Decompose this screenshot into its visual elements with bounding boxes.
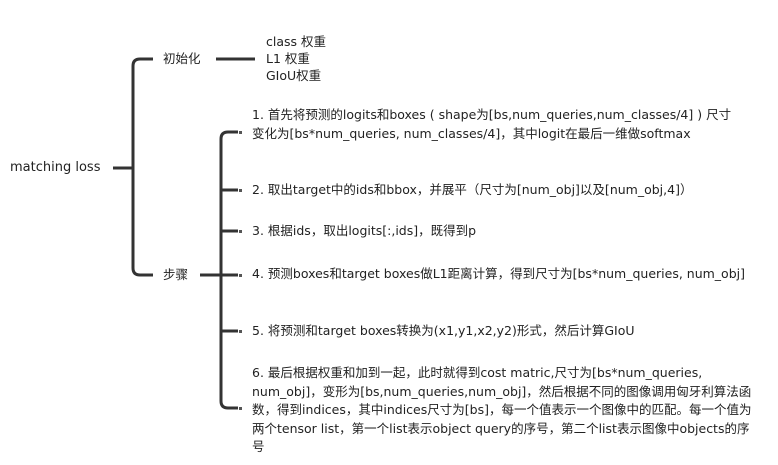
init-item: class 权重 — [266, 34, 327, 49]
step-item: 5. 将预测和target boxes转换为(x1,y1,x2,y2)形式，然后… — [252, 323, 635, 338]
step-item: 4. 预测boxes和target boxes做L1距离计算，得到尺寸为[bs*… — [252, 266, 745, 281]
root-node: matching loss — [10, 160, 101, 175]
bullet-icon — [239, 131, 242, 134]
step-item: 6. 最后根据权重和加到一起，此时就得到cost matric,尺寸为[bs*n… — [252, 365, 752, 454]
bullet-icon — [239, 330, 242, 333]
init-item: L1 权重 — [266, 51, 310, 66]
bullet-icon — [239, 230, 242, 233]
step-item: 3. 根据ids，取出logits[:,ids]，既得到p — [252, 223, 477, 238]
bullet-icon — [239, 274, 242, 277]
init-node: 初始化 — [163, 51, 201, 66]
bullet-icon — [239, 407, 242, 410]
step-item: 1. 首先将预测的logits和boxes ( shape为[bs,num_qu… — [252, 107, 732, 141]
init-item: GIoU权重 — [266, 68, 322, 83]
steps-node: 步骤 — [163, 267, 189, 282]
bullet-icon — [239, 189, 242, 192]
step-item: 2. 取出target中的ids和bbox，并展平（尺寸为[num_obj]以及… — [252, 182, 693, 197]
